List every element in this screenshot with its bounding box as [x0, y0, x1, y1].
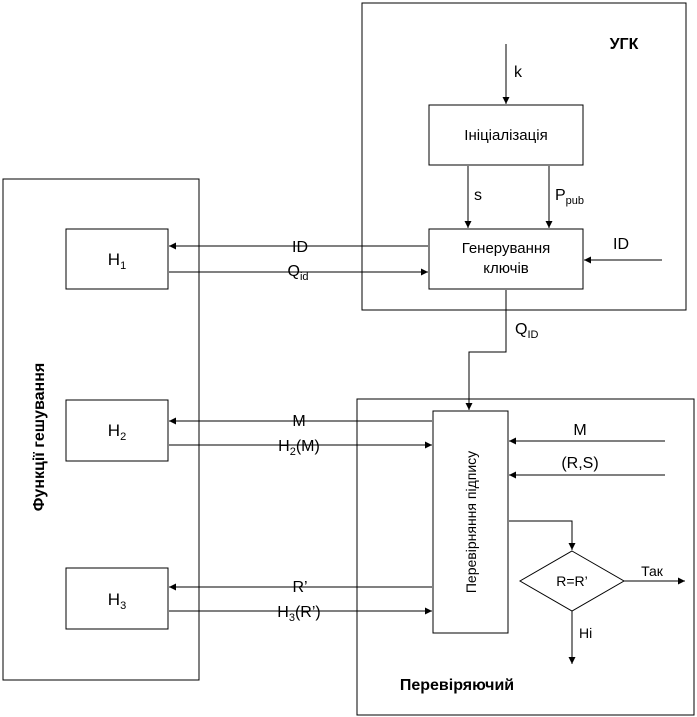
ugk-title: УГК [610, 36, 639, 53]
initialization-node [428, 104, 584, 166]
edge-rs-in-label: (R,S) [561, 455, 598, 472]
verifier-title: Перевіряючий [400, 677, 514, 694]
edge-qid-out-label: QID [515, 321, 539, 341]
verifier-block [356, 398, 695, 716]
edge-no-label: Ні [579, 625, 592, 641]
h3-label: H3 [108, 590, 126, 612]
h1-label: H1 [108, 250, 126, 272]
edge-qid-out [465, 290, 507, 410]
h2-node [65, 399, 169, 462]
edge-yes-label: Так [641, 563, 664, 579]
hash-functions-title: Функції гешування [31, 363, 48, 511]
edge-ppub-label: Ppub [555, 187, 584, 207]
keygen-label-line1: Генерування [462, 240, 551, 257]
h1-node [65, 228, 169, 290]
edge-r-to-h3-label: R’ [292, 579, 307, 596]
edge-h3r-label: H3(R’) [277, 604, 320, 624]
keygen-node [428, 228, 584, 290]
edge-id-in-label: ID [613, 236, 629, 253]
edge-m-in-label: M [573, 422, 586, 439]
edge-k-label: k [514, 64, 523, 81]
h2-label: H2 [108, 421, 126, 443]
edge-verify-to-decision [509, 520, 576, 550]
h3-node [65, 567, 169, 630]
edge-qid-label: Qid [287, 263, 308, 283]
edge-m-to-h2-label: M [292, 413, 305, 430]
verify-signature-label: Перевірняння підпису [463, 451, 479, 593]
initialization-label: Ініціалізація [464, 127, 547, 144]
edge-s-label: s [474, 187, 482, 204]
edge-h2m-label: H2(M) [278, 438, 320, 458]
keygen-label-line2: ключів [483, 260, 529, 277]
decision-label: R=R’ [556, 573, 588, 589]
edge-id-to-h1-label: ID [292, 239, 308, 256]
verify-signature-node [432, 410, 509, 634]
